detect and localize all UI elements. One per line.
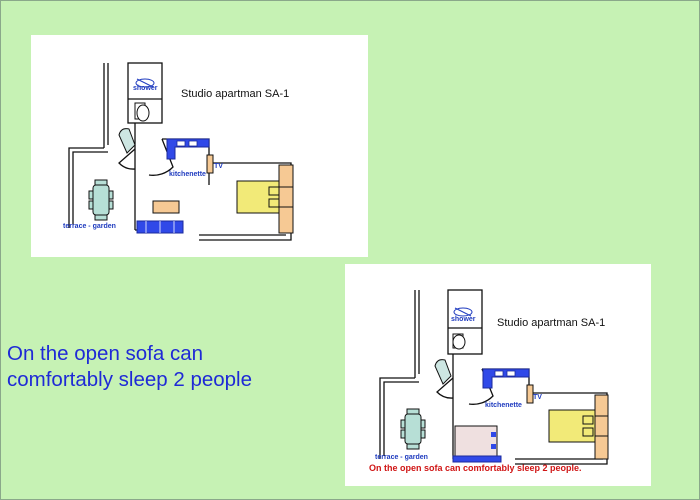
floor-plan-open-sofa: Studio apartman SA-1 shower kitchenette … [345, 264, 651, 486]
shower-label: shower [451, 316, 476, 323]
shower-icon [453, 307, 473, 317]
dining-table-icon [88, 179, 114, 221]
sofa-icon [136, 220, 184, 234]
sink-icon [434, 359, 452, 385]
bed-icon [548, 394, 609, 460]
kitchenette-label: kitchenette [169, 171, 206, 178]
tv-label: TV [214, 163, 223, 170]
toilet-icon [452, 333, 466, 350]
bed-icon [236, 164, 294, 234]
terrace-label: terrace - garden [63, 223, 116, 230]
floor-plan-drawing: Studio apartman SA-1 shower kitchenette … [369, 289, 609, 473]
sofa-icon [452, 455, 502, 463]
floor-plan-drawing: Studio apartman SA-1 shower kitchenette … [63, 62, 294, 241]
shower-icon [135, 78, 155, 88]
toilet-icon [134, 102, 150, 122]
floor-plan-closed-sofa: Studio apartman SA-1 shower kitchenette … [31, 35, 368, 257]
shower-room-wall [447, 289, 483, 355]
terrace-label: terrace - garden [375, 454, 428, 461]
sink-icon [118, 128, 136, 154]
shower-label: shower [133, 85, 158, 92]
tv-label: TV [533, 394, 542, 401]
tv-icon [206, 154, 214, 174]
sofa-note: On the open sofa can comfortably sleep 2… [369, 463, 582, 473]
caption-text: On the open sofa can comfortably sleep 2… [7, 342, 253, 391]
plan-title: Studio apartman SA-1 [181, 88, 289, 100]
open-sofa-bed-icon [454, 425, 498, 457]
shower-room-wall [127, 62, 163, 124]
kitchenette-label: kitchenette [485, 402, 522, 409]
tv-icon [526, 384, 534, 404]
dining-table-icon [400, 408, 426, 450]
kitchen-counter-icon [166, 138, 210, 160]
coffee-table-icon [152, 200, 180, 214]
kitchen-counter-icon [482, 368, 530, 389]
plan-title: Studio apartman SA-1 [497, 317, 605, 329]
